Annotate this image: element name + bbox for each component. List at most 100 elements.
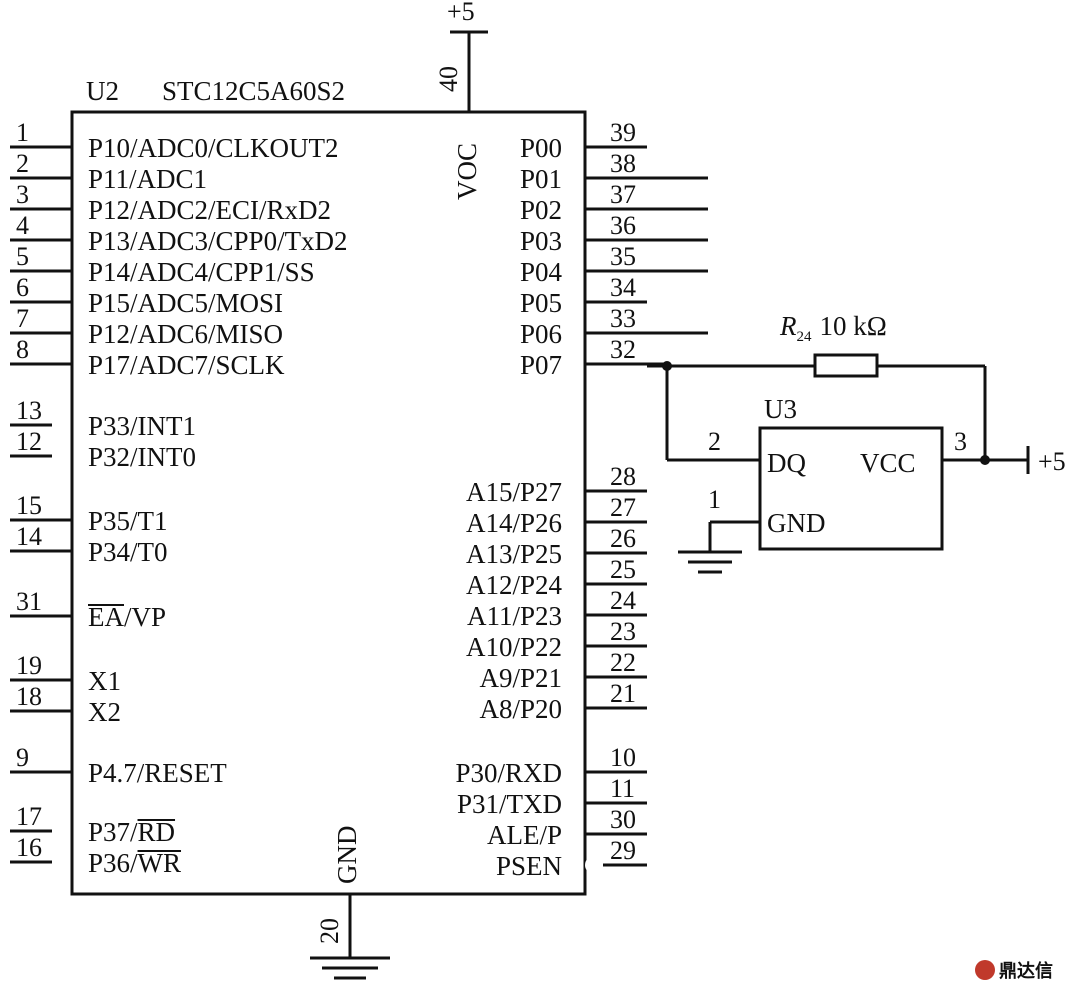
pin-number: 31 — [16, 587, 42, 616]
pin-number: 28 — [610, 462, 636, 491]
junction-dot — [980, 455, 990, 465]
pin-name: P02 — [520, 195, 562, 225]
pin-number: 2 — [16, 149, 29, 178]
pin-name: A11/P23 — [467, 601, 562, 631]
pin-number: 34 — [610, 273, 636, 302]
pin-name: A15/P27 — [466, 477, 562, 507]
pin-number: 33 — [610, 304, 636, 333]
sensor-dq-label: DQ — [767, 448, 806, 478]
ic-ground-pin: 20 GND — [310, 826, 390, 980]
pin-number: 4 — [16, 211, 29, 240]
left-pin-9: 9P4.7/RESET — [10, 743, 227, 788]
pin-name: ALE/P — [487, 820, 562, 850]
pin-name: PSEN — [496, 851, 562, 881]
pin-name: P11/ADC1 — [88, 164, 207, 194]
sensor-u3: U3 DQ VCC GND 2 3 1 +5 — [678, 394, 1066, 574]
pin-name: P33/INT1 — [88, 411, 196, 441]
power-pin-label: VOC — [452, 143, 482, 200]
pin-name: P15/ADC5/MOSI — [88, 288, 283, 318]
pin-name: P10/ADC0/CLKOUT2 — [88, 133, 339, 163]
pin-name: A12/P24 — [466, 570, 563, 600]
watermark: 鼎达信 — [975, 960, 1053, 981]
ground-pin-label: GND — [332, 826, 362, 885]
pin-name: P03 — [520, 226, 562, 256]
pin-name: P01 — [520, 164, 562, 194]
pin-number: 24 — [610, 586, 636, 615]
pin-number: 8 — [16, 335, 29, 364]
pin-name: A10/P22 — [466, 632, 562, 662]
pin-number: 25 — [610, 555, 636, 584]
pin-number: 14 — [16, 522, 42, 551]
pin-name: P14/ADC4/CPP1/SS — [88, 257, 315, 287]
ground-pin-number: 20 — [315, 918, 344, 944]
ic-body — [70, 110, 587, 896]
pin-name: P04 — [520, 257, 563, 287]
pin-number: 13 — [16, 396, 42, 425]
pin-name: P4.7/RESET — [88, 758, 227, 788]
pin-number: 23 — [610, 617, 636, 646]
pin-name: P13/ADC3/CPP0/TxD2 — [88, 226, 348, 256]
pin-name: X1 — [88, 666, 121, 696]
pin-number: 35 — [610, 242, 636, 271]
sensor-vcc-label: VCC — [860, 448, 916, 478]
pin-number: 36 — [610, 211, 636, 240]
sensor-vcc-pin: 3 — [954, 427, 967, 456]
sensor-dq-pin: 2 — [708, 427, 721, 456]
pin-name: X2 — [88, 697, 121, 727]
svg-text:鼎达信: 鼎达信 — [999, 960, 1053, 981]
ic-ref: U2 — [86, 76, 119, 106]
pin-number: 17 — [16, 802, 42, 831]
pin-name: EA/VP — [88, 602, 166, 632]
sensor-gnd-label: GND — [767, 508, 826, 538]
pin-number: 9 — [16, 743, 29, 772]
pin-number: 1 — [16, 118, 29, 147]
pin-name: A8/P20 — [479, 694, 562, 724]
pin-number: 30 — [610, 805, 636, 834]
sensor-ref: U3 — [764, 394, 797, 424]
pin-number: 3 — [16, 180, 29, 209]
ic-right-pins: 39P0038P0137P0236P0335P0434P0533P0632P07… — [455, 118, 708, 881]
pin-number: 16 — [16, 833, 42, 862]
pin-name: P05 — [520, 288, 562, 318]
pin-name: P06 — [520, 319, 562, 349]
top-supply-label: +5 — [447, 0, 475, 26]
pin-number: 11 — [610, 774, 635, 803]
pin-number: 37 — [610, 180, 636, 209]
pin-number: 5 — [16, 242, 29, 271]
pin-number: 19 — [16, 651, 42, 680]
pin-name: P12/ADC6/MISO — [88, 319, 283, 349]
pin-name: P17/ADC7/SCLK — [88, 350, 285, 380]
pin-number: 18 — [16, 682, 42, 711]
sensor-gnd-pin: 1 — [708, 485, 721, 514]
pin-number: 39 — [610, 118, 636, 147]
pin-number: 21 — [610, 679, 636, 708]
